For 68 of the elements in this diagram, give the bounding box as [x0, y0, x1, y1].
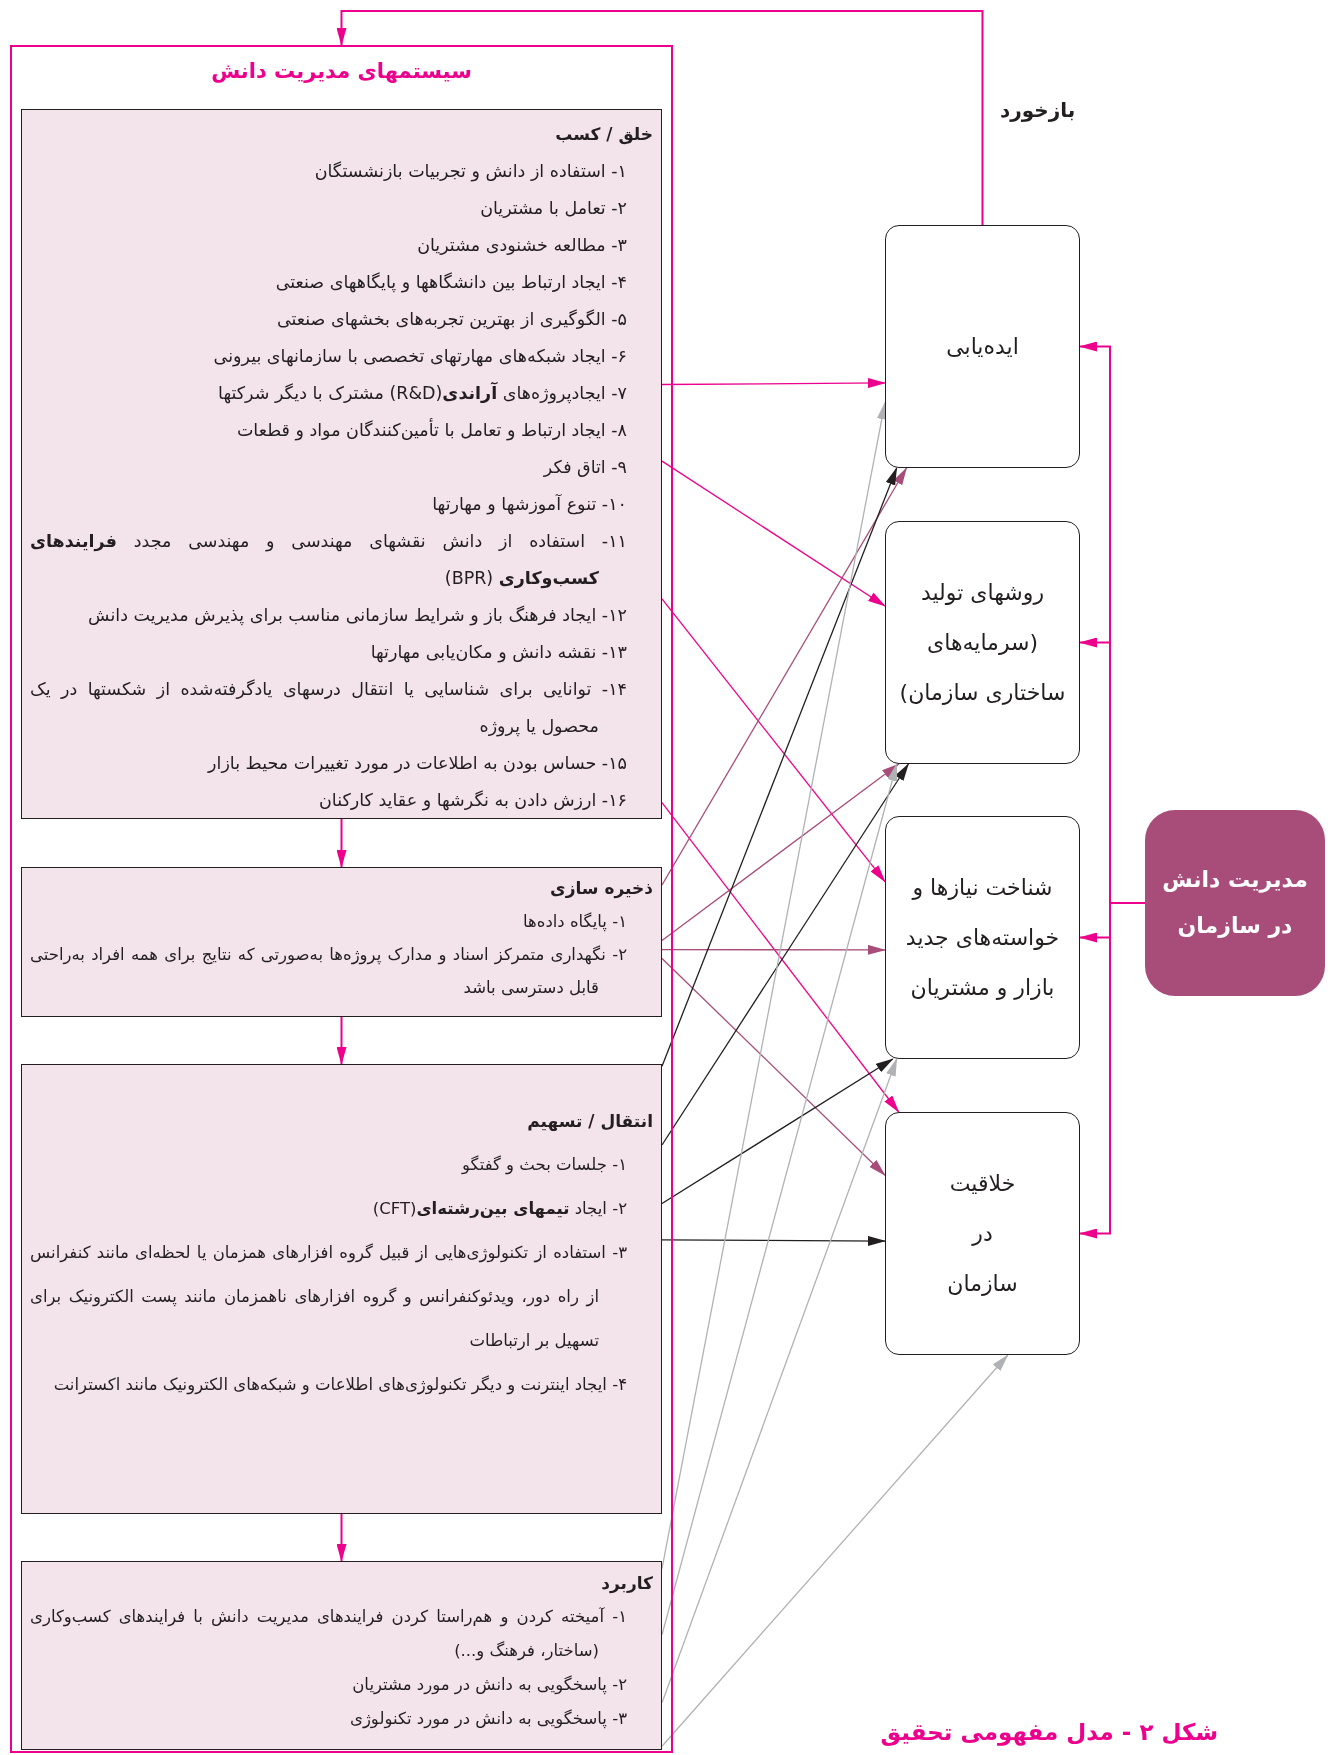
- list-item: ۱۰- تنوع آموزشها و مهارتها: [431, 493, 627, 517]
- list-item: ۴- ایجاد اینترنت و دیگر تکنولوژی‌های اطلاعات و شبکه‌های الکترونیک مانند اکسترانت: [52, 1374, 627, 1397]
- figure-caption: شکل ۲ - مدل مفهومی تحقیق: [880, 1719, 1218, 1745]
- arrow: [661, 378, 886, 389]
- list-item: ۸- ایجاد ارتباط و تعامل با تأمین‌کنندگان مواد و قطعات: [235, 417, 627, 443]
- list-item: ۳- پاسخگویی به دانش در مورد تکنولوژی: [349, 1708, 627, 1731]
- arrow: [661, 1058, 898, 1704]
- arrow: [661, 763, 898, 1636]
- box-label: ایده‌یابی: [946, 332, 1019, 361]
- list-item: ۱- پایگاه داده‌ها: [522, 911, 627, 934]
- box-heading: ذخیره سازی: [549, 877, 653, 901]
- list-item: ۱- استفاده از دانش و تجربیات بازنشستگان: [313, 160, 627, 184]
- arrow: [336, 818, 347, 868]
- list-item: ۱۶- ارزش دادن به نگرشها و عقاید کارکنان: [317, 789, 627, 813]
- stage-box: [21, 867, 662, 1017]
- outcome-box: [885, 816, 1080, 1059]
- list-item: ۳- مطالعه خشنودی مشتریان: [416, 234, 627, 257]
- stage-box: [21, 1064, 662, 1514]
- arrow: [336, 10, 984, 226]
- box-label: روشهای تولید (سرمایه‌های ساختاری سازمان): [898, 578, 1067, 707]
- stage-box: [21, 1561, 662, 1750]
- arrow: [661, 1354, 1009, 1747]
- list-item: ۹- اتاق فکر: [542, 456, 627, 479]
- arrow: [336, 1513, 347, 1562]
- list-item: ۴- ایجاد ارتباط بین دانشگاهها و پایگاههای صنعتی: [274, 271, 627, 295]
- list-item: ۷- ایجادپروژه‌های آراندی(R&D) مشترک با دیگر شرکتها: [217, 381, 627, 406]
- list-item: ۱- جلسات بحث و گفتگو: [460, 1154, 627, 1177]
- source-box: [1145, 810, 1325, 996]
- arrow: [661, 1235, 886, 1246]
- arrow: [661, 1058, 894, 1205]
- arrow: [336, 1016, 347, 1065]
- arrow: [661, 957, 886, 1176]
- arrow: [661, 763, 900, 942]
- arrow: [661, 467, 898, 1067]
- box-heading: کاربرد: [600, 1572, 653, 1596]
- list-item: ۱۴- توانایی برای شناسایی یا انتقال درسهای یادگرفته‌شده از شکستها در یک محصول یا پروژه: [30, 678, 627, 739]
- list-item: ۱۲- ایجاد فرهنگ باز و شرایط سازمانی مناسب برای پذیرش مدیریت دانش: [87, 604, 627, 628]
- list-item: ۳- استفاده از تکنولوژی‌هایی از قبیل گروه افزارهای همزمان یا لحظه‌ای مانند کنفرانس از راه دور، ویدئوکنفرانس و گروه افزارهای ناهمزمان مانند پست الکترونیک برای تسهیل بر ارتباطات: [30, 1242, 627, 1353]
- stage-box: [21, 109, 662, 819]
- box-label: مدیریت دانش در سازمان: [1161, 866, 1309, 940]
- list-item: ۱۵- حساس بودن به اطلاعات در مورد تغییرات محیط بازار: [206, 752, 627, 775]
- list-item: ۱۳- نقشه دانش و مکان‌یابی مهارتها: [369, 641, 627, 665]
- box-label: خلاقیت در سازمان: [946, 1169, 1019, 1298]
- box-label: شناخت نیازها و خواسته‌های جدید بازار و مشتریان: [904, 873, 1061, 1002]
- arrow: [661, 467, 908, 886]
- arrow: [661, 460, 886, 607]
- box-heading: انتقال / تسهیم: [526, 1110, 653, 1133]
- box-heading: خلق / کسب: [554, 123, 653, 147]
- system-panel: [10, 45, 673, 1753]
- arrow: [1079, 902, 1111, 1239]
- arrow: [661, 598, 886, 883]
- panel-title: سیستمهای مدیریت دانش: [210, 59, 473, 83]
- arrow: [661, 802, 900, 1113]
- connector-line: [1108, 902, 1146, 904]
- list-item: ۱- آمیخته کردن و هم‌راستا کردن فرایندهای مدیریت دانش با فرایندهای کسب‌وکاری (ساختار، فرهنگ و...): [30, 1606, 627, 1663]
- outcome-box: [885, 1112, 1080, 1355]
- arrow: [661, 763, 910, 1146]
- outcome-box: [885, 225, 1080, 468]
- list-item: ۲- تعامل با مشتریان: [479, 197, 627, 220]
- list-item: ۲- نگهداری متمرکز اسناد و مدارک پروژه‌ها به‌صورتی که نتایج برای همه افراد به‌راحتی قابل دسترسی باشد: [30, 944, 627, 1000]
- arrow: [661, 944, 886, 955]
- list-item: ۵- الگوگیری از بهترین تجربه‌های بخشهای صنعتی: [276, 308, 627, 332]
- outcome-box: [885, 521, 1080, 764]
- arrow: [1079, 637, 1111, 904]
- list-item: ۲- پاسخگویی به دانش در مورد مشتریان: [351, 1674, 627, 1697]
- edge-label: بازخورد: [1000, 98, 1076, 122]
- arrow: [661, 401, 887, 1570]
- list-item: ۶- ایجاد شبکه‌های مهارتهای تخصصی با سازمانهای بیرونی: [212, 345, 627, 369]
